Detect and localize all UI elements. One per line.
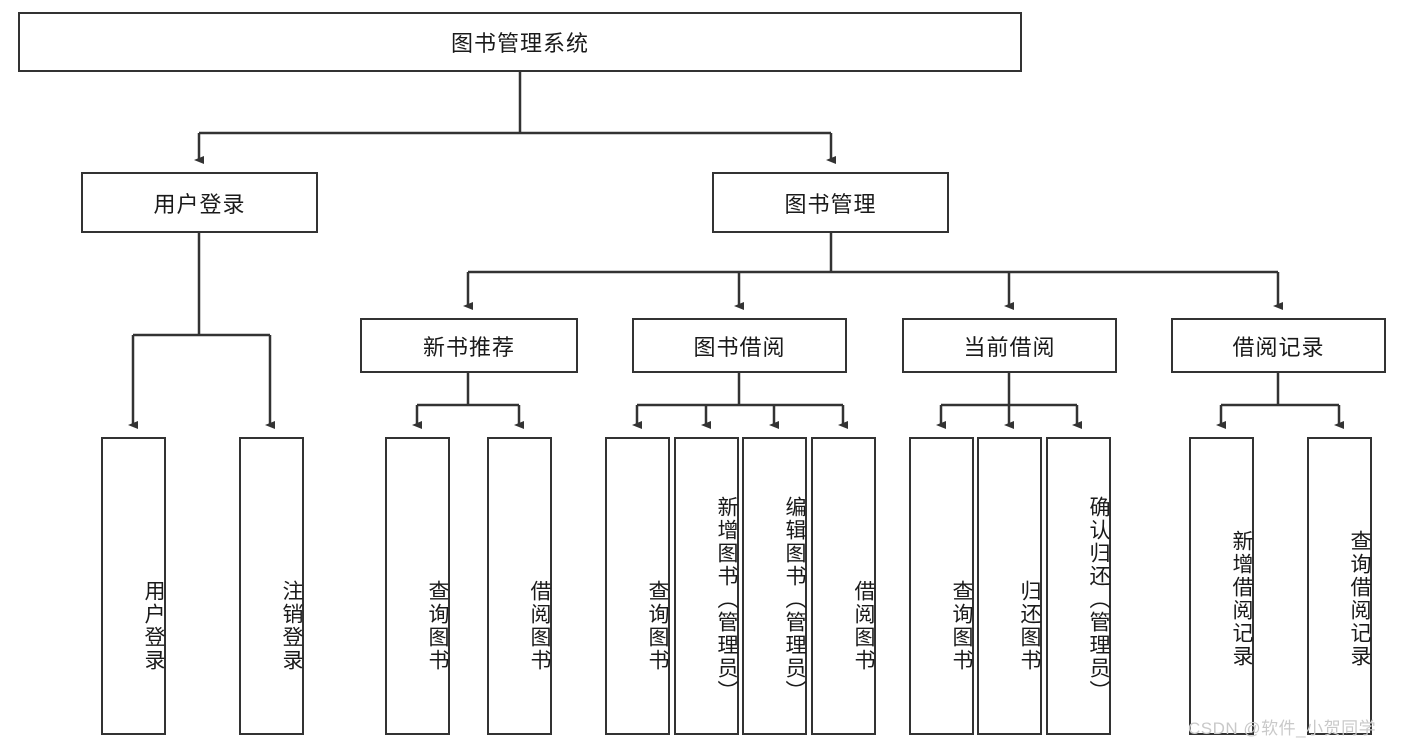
leaf-user-login[interactable]: 用户登录 (101, 437, 166, 735)
node-label: 借阅图书 (528, 580, 551, 672)
leaf-add-book-admin[interactable]: 新增图书（管理员） (674, 437, 739, 735)
node-label: 借阅图书 (852, 580, 875, 672)
node-label: 用户登录 (153, 191, 246, 217)
node-user-login[interactable]: 用户登录 (81, 172, 318, 233)
leaf-query-borrow-record[interactable]: 查询借阅记录 (1307, 437, 1372, 735)
node-label: 新书推荐 (422, 334, 515, 360)
node-label: 查询图书 (426, 580, 449, 672)
node-label: 借阅记录 (1232, 334, 1325, 360)
leaf-borrow-book[interactable]: 借阅图书 (811, 437, 876, 735)
node-label: 新增图书（管理员） (715, 495, 738, 703)
leaf-return-book[interactable]: 归还图书 (977, 437, 1042, 735)
node-label: 归还图书 (1018, 580, 1041, 672)
node-label: 确认归还（管理员） (1087, 495, 1110, 703)
node-label: 图书借阅 (693, 334, 786, 360)
node-label: 用户登录 (142, 580, 165, 672)
leaf-borrow-book-recommend[interactable]: 借阅图书 (487, 437, 552, 735)
node-borrow-record[interactable]: 借阅记录 (1171, 318, 1386, 373)
leaf-edit-book-admin[interactable]: 编辑图书（管理员） (742, 437, 807, 735)
node-label: 查询图书 (646, 580, 669, 672)
node-book-borrow[interactable]: 图书借阅 (632, 318, 847, 373)
leaf-query-book-recommend[interactable]: 查询图书 (385, 437, 450, 735)
node-label: 编辑图书（管理员） (783, 495, 806, 703)
leaf-query-book-current[interactable]: 查询图书 (909, 437, 974, 735)
csdn-watermark: CSDN @软件_小贺同学 (1188, 719, 1377, 738)
leaf-confirm-return-admin[interactable]: 确认归还（管理员） (1046, 437, 1111, 735)
node-label: 当前借阅 (963, 334, 1056, 360)
node-label: 注销登录 (280, 580, 303, 672)
node-label: 查询图书 (950, 580, 973, 672)
node-root-book-management-system[interactable]: 图书管理系统 (18, 12, 1022, 72)
node-book-management[interactable]: 图书管理 (712, 172, 949, 233)
node-label: 图书管理 (784, 191, 877, 217)
node-label: 图书管理系统 (450, 31, 589, 56)
node-new-book-recommend[interactable]: 新书推荐 (360, 318, 578, 373)
node-label: 查询借阅记录 (1348, 530, 1371, 668)
node-current-borrow[interactable]: 当前借阅 (902, 318, 1117, 373)
leaf-logout-login[interactable]: 注销登录 (239, 437, 304, 735)
node-label: 新增借阅记录 (1230, 530, 1253, 668)
leaf-query-book-borrow[interactable]: 查询图书 (605, 437, 670, 735)
leaf-add-borrow-record[interactable]: 新增借阅记录 (1189, 437, 1254, 735)
